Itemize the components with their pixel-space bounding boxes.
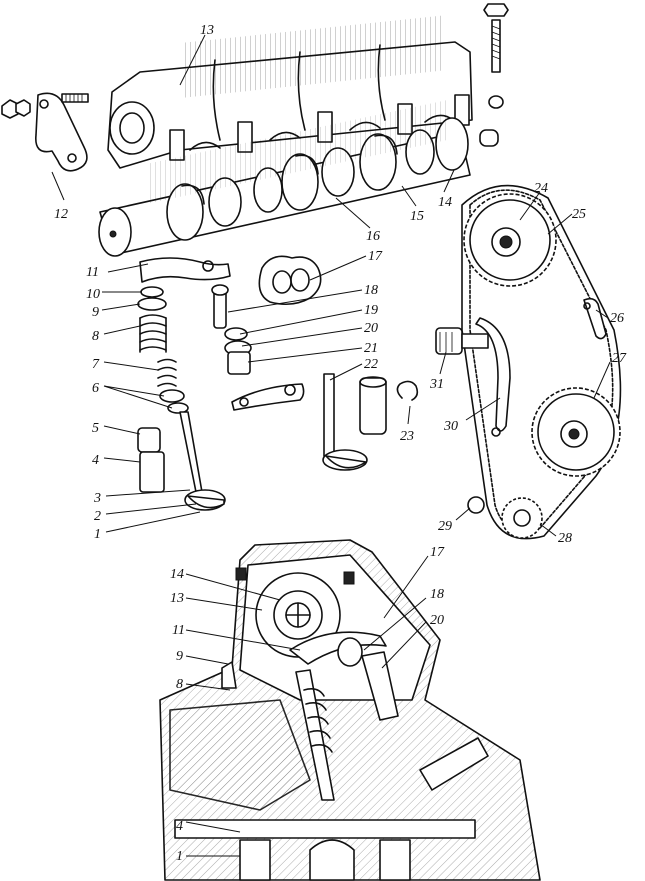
camshaft-sprocket-upper	[463, 193, 557, 287]
label-4: 4	[92, 453, 99, 468]
section-label-9: 9	[176, 649, 183, 664]
section-label-11: 11	[172, 623, 185, 638]
camshaft	[98, 99, 471, 257]
label-18: 18	[364, 283, 378, 298]
label-6: 6	[92, 381, 99, 396]
section-label-8: 8	[176, 677, 183, 692]
label-12: 12	[54, 207, 68, 222]
leader-lines	[51, 34, 611, 857]
label-13: 13	[200, 23, 214, 38]
label-14: 14	[438, 195, 452, 210]
label-29: 29	[438, 519, 452, 534]
label-8: 8	[92, 329, 99, 344]
section-label-4: 4	[176, 819, 183, 834]
label-21: 21	[364, 341, 378, 356]
label-20: 20	[364, 321, 378, 336]
crankshaft-sprocket	[501, 497, 543, 539]
label-24: 24	[534, 181, 548, 196]
label-9: 9	[92, 305, 99, 320]
label-30: 30	[443, 419, 458, 434]
label-10: 10	[86, 287, 100, 302]
lash-adjuster-parts	[211, 255, 322, 411]
section-label-1: 1	[176, 849, 183, 864]
label-27: 27	[612, 351, 627, 366]
label-16: 16	[366, 229, 380, 244]
stud-and-nut	[479, 3, 509, 147]
label-11: 11	[86, 265, 99, 280]
label-23: 23	[400, 429, 414, 444]
label-17: 17	[368, 249, 383, 264]
second-valve-and-tappet	[322, 373, 419, 471]
valve-spring-assembly	[137, 286, 189, 414]
chain-tensioner-and-guide	[435, 297, 607, 514]
valve-guide-and-seal	[137, 427, 165, 493]
section-label-14: 14	[170, 567, 184, 582]
cylinder-head-cross-section	[159, 539, 541, 881]
valve-stem	[179, 411, 226, 511]
label-3: 3	[93, 491, 101, 506]
label-28: 28	[558, 531, 572, 546]
label-15: 15	[410, 209, 424, 224]
part-number-labels: 13 12 11 10 9 8 7 6 5 4 3 2 1 14 15 16 1…	[54, 23, 627, 864]
label-7: 7	[92, 357, 100, 372]
section-label-13: 13	[170, 591, 184, 606]
label-5: 5	[92, 421, 99, 436]
label-22: 22	[364, 357, 378, 372]
intermediate-sprocket	[531, 387, 621, 477]
rocker-arm	[139, 257, 231, 283]
label-31: 31	[429, 377, 444, 392]
label-25: 25	[572, 207, 586, 222]
section-label-17: 17	[430, 545, 445, 560]
label-26: 26	[610, 311, 624, 326]
camshaft-housing	[107, 15, 473, 169]
label-19: 19	[364, 303, 378, 318]
label-2: 2	[94, 509, 101, 524]
label-1: 1	[94, 527, 101, 542]
section-label-18: 18	[430, 587, 444, 602]
section-label-20: 20	[430, 613, 444, 628]
bracket	[1, 92, 89, 172]
